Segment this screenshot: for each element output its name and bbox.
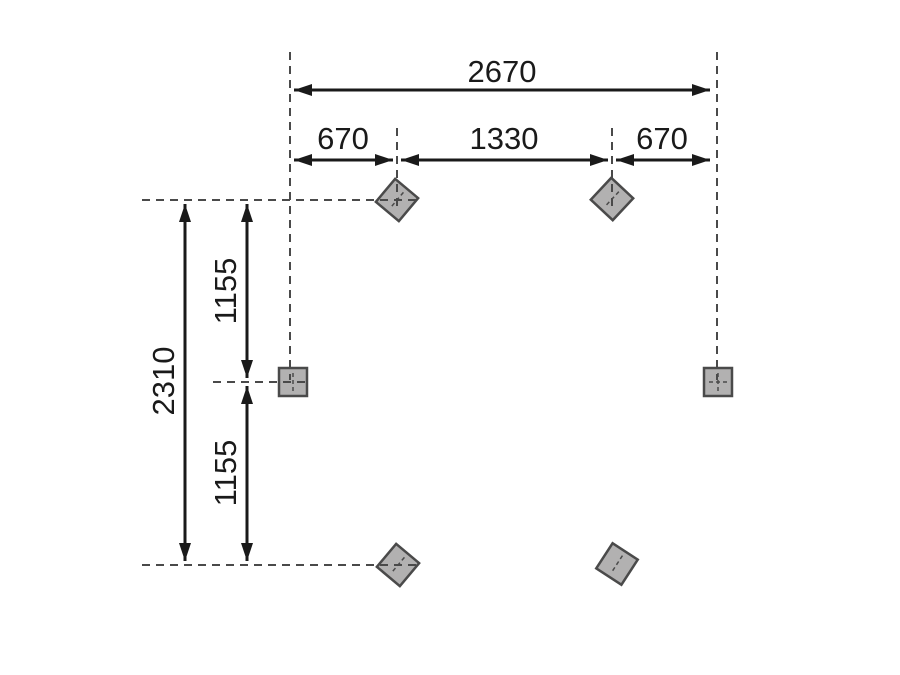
dim-label-lower-segment: 1155: [208, 440, 243, 507]
post-bottom-right: [594, 541, 640, 587]
dim-label-right-segment: 670: [636, 121, 688, 156]
dim-label-total-width: 2670: [468, 54, 537, 89]
post-middle-right: [702, 366, 734, 398]
dim-label-center-segment: 1330: [470, 121, 539, 156]
dim-label-left-segment: 670: [317, 121, 369, 156]
dim-label-upper-segment: 1155: [208, 258, 243, 325]
dim-label-total-height: 2310: [146, 347, 181, 416]
post-center-mark: [610, 555, 624, 573]
